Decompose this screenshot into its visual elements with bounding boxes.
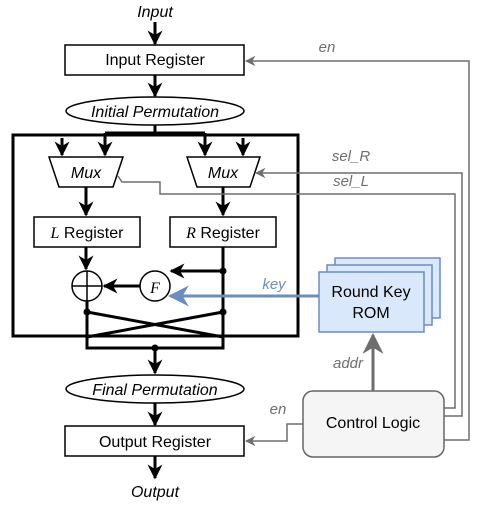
l-register-letter: L — [50, 225, 60, 242]
en-bottom-wire — [244, 423, 303, 447]
round-loop-frame — [11, 133, 300, 338]
f-function-label: F — [149, 280, 160, 297]
round-key-rom-line1: Round Key — [331, 284, 410, 301]
round-key-rom: Round Key ROM — [318, 257, 441, 333]
en-bottom-label: en — [270, 401, 287, 418]
initial-permutation: Initial Permutation — [65, 96, 245, 126]
xor-gate — [71, 270, 103, 302]
l-register: L Register — [33, 216, 141, 248]
initial-permutation-label: Initial Permutation — [91, 104, 219, 121]
r-register-letter: R — [185, 225, 196, 242]
key-label: key — [262, 276, 287, 293]
sel-l-label: sel_L — [333, 173, 369, 190]
input-register-label: Input Register — [105, 52, 205, 69]
r-register: R Register — [169, 216, 277, 248]
mux-right: Mux — [185, 156, 262, 188]
r-register-text: Register — [196, 225, 261, 242]
f-function: F — [139, 270, 171, 302]
control-logic: Control Logic — [302, 390, 445, 458]
en-top-label: en — [319, 39, 336, 56]
output-register: Output Register — [64, 425, 245, 457]
split-wires — [103, 125, 207, 153]
en-top-wire — [244, 55, 470, 441]
output-label: Output — [131, 484, 180, 501]
l-register-text: Register — [59, 225, 124, 242]
mux-left: Mux — [47, 156, 125, 188]
svg-text:L Register: L Register — [50, 225, 125, 242]
sel-r-label: sel_R — [332, 148, 371, 165]
input-label: Input — [137, 4, 173, 21]
input-register: Input Register — [64, 44, 245, 76]
control-logic-label: Control Logic — [326, 415, 420, 432]
sel-r-wire — [254, 167, 463, 417]
crossover-wires — [86, 310, 224, 339]
round-key-rom-line2: ROM — [352, 305, 389, 322]
addr-label: addr — [333, 355, 364, 372]
svg-text:R Register: R Register — [185, 225, 260, 242]
mux-left-label: Mux — [71, 165, 102, 182]
final-permutation-label: Final Permutation — [92, 382, 217, 399]
final-permutation: Final Permutation — [65, 374, 245, 404]
output-register-label: Output Register — [99, 434, 212, 451]
mux-right-label: Mux — [208, 165, 239, 182]
